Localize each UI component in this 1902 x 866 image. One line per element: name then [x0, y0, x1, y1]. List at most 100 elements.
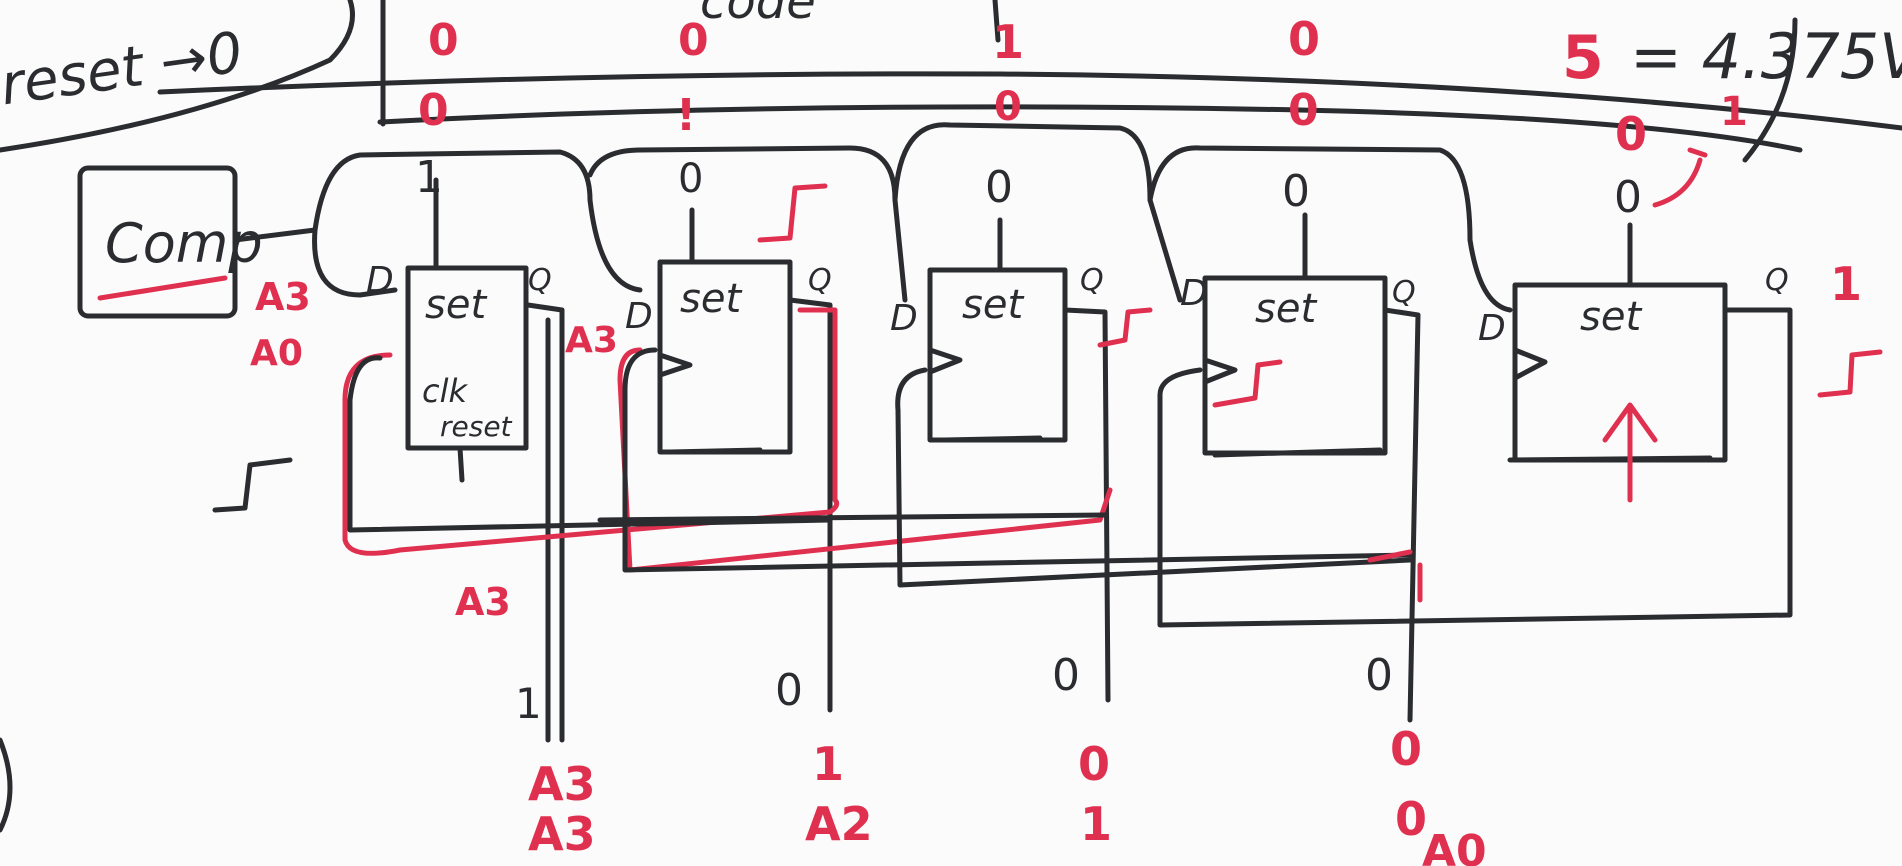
ff1-top-black: 1	[415, 152, 443, 203]
ff1-top-red-2: 0	[418, 85, 449, 136]
loop-wire-3	[892, 122, 1183, 303]
top-tick	[992, 0, 1001, 43]
comparator-red-mark	[97, 275, 228, 301]
ff4-red-cross	[1367, 549, 1423, 603]
ff2-q-label: Q	[808, 263, 832, 298]
ff4-bottom-red-1: 0	[1390, 722, 1422, 776]
edge-mark-ff4	[1212, 359, 1283, 408]
label-a0-bottom: A0	[1422, 826, 1487, 866]
ff3-bottom-red-1: 0	[1078, 737, 1110, 791]
ff2-set-label: set	[680, 276, 742, 322]
ff2-top-red: 0	[678, 15, 709, 66]
ff2-top-black: 0	[678, 156, 703, 202]
flipflop-5: set D Q 0 5 0 1	[1157, 23, 1862, 628]
divider-line-2	[377, 104, 1803, 153]
ff5-q-label: Q	[1765, 263, 1789, 298]
clock-bus-black-1	[347, 355, 833, 533]
ff1-bottom-red-2: A3	[528, 807, 596, 861]
ff5-q-loop	[1157, 307, 1793, 628]
ff5-top-black: 0	[1614, 172, 1642, 223]
note-border	[0, 0, 355, 153]
ff3-reset-bar	[942, 435, 1043, 443]
ff2-bottom-red-1: 1	[812, 737, 844, 791]
ff4-top-red: 0	[1288, 12, 1320, 66]
voltage-note: = 4.375V	[1630, 20, 1902, 93]
ff3-top-black: 0	[985, 162, 1013, 213]
reset-bus	[597, 512, 1108, 523]
d-wire-1	[312, 227, 398, 298]
ff3-clk-arrow	[927, 347, 963, 375]
ff4-d-label: D	[1180, 273, 1208, 314]
ff3-d-label: D	[890, 298, 918, 339]
clock-bus-red-2	[617, 347, 1113, 573]
ff4-q-label: Q	[1392, 275, 1416, 310]
ff1-bottom-red-1: A3	[528, 757, 596, 811]
label-a0-left: A0	[250, 333, 303, 374]
ff4-q-wire	[1382, 307, 1421, 723]
ff2-bottom-red-2: A2	[805, 797, 873, 851]
ff3-top-red: 1	[992, 15, 1024, 69]
ff5-reset-bar	[1507, 455, 1713, 463]
ff1-d-label: D	[366, 260, 394, 301]
ff2-top-red-2: !	[676, 90, 696, 141]
ff5-top-red-2: 0	[1615, 107, 1647, 161]
loop-wire-2	[587, 145, 908, 303]
ff3-q-label: Q	[1080, 263, 1104, 298]
ff4-set-label: set	[1255, 286, 1317, 332]
ff1-set-label: set	[425, 282, 487, 328]
ff1-top-red: 0	[428, 15, 459, 66]
ff1-reset-wire	[457, 445, 465, 483]
ff3-top-red-2: 0	[994, 84, 1022, 130]
voltage-bracket	[1742, 17, 1798, 163]
loop-wire-4	[1147, 145, 1513, 313]
ff5-up-arrow	[1602, 402, 1658, 503]
edge-mark-ff3	[1097, 307, 1153, 348]
ff5-q-value: 1	[1830, 257, 1862, 311]
ff1-bottom-black: 1	[515, 679, 542, 728]
divider-line-1	[157, 71, 1902, 131]
clock-bus-black-2	[622, 347, 1413, 573]
ff1-box	[405, 265, 529, 451]
flipflop-3: set D Q 0 1 0 0 0 1	[890, 15, 1112, 851]
edge-mark-ff1	[757, 183, 828, 243]
ff4-top-black: 0	[1282, 166, 1310, 217]
ff4-bottom-black: 0	[1365, 650, 1393, 701]
ff1-clk-label: clk	[422, 372, 468, 410]
ff3-bottom-black: 0	[1052, 650, 1080, 701]
ff5-set-label: set	[1580, 294, 1642, 340]
edge-mark-ff5	[1817, 349, 1883, 398]
clock-bus-red-1	[342, 307, 840, 556]
ff2-bottom-black: 0	[775, 665, 803, 716]
loop-wire-1	[312, 149, 593, 233]
label-a3-lower: A3	[455, 580, 511, 624]
comparator-output-wire	[232, 227, 318, 243]
ff5-top-red: 5	[1562, 23, 1604, 93]
ff5-d-label: D	[1478, 308, 1506, 349]
ff1-reset-label: reset	[440, 410, 513, 443]
label-after-one: 1	[1720, 89, 1748, 135]
ff4-bottom-red-2: 0	[1395, 792, 1427, 846]
ff5-clk-arrow	[1512, 347, 1548, 381]
d-wire-2	[587, 197, 643, 293]
ff3-q-wire	[1062, 307, 1111, 703]
ff1-q-wire	[525, 302, 565, 743]
ff2-q-wire	[787, 297, 833, 713]
ff2-reset-bar	[667, 447, 763, 455]
clock-bus-black-3	[895, 367, 1413, 588]
code-partial-text: code	[700, 0, 816, 30]
ff4-top-red-2: 0	[1288, 85, 1319, 136]
left-edge-curve	[0, 737, 13, 833]
ff2-d-label: D	[625, 296, 653, 337]
ff2-clk-arrow	[657, 352, 693, 378]
label-a3-mid: A3	[565, 320, 618, 361]
comparator-label: Comp	[105, 212, 263, 275]
label-a3-left: A3	[255, 275, 311, 319]
ff4-reset-bar	[1212, 447, 1383, 458]
flipflop-2: set D Q 0 0 ! 0 1 A2	[625, 15, 873, 851]
ff3-set-label: set	[962, 282, 1024, 328]
step-symbol-left	[212, 457, 293, 513]
ff1-q-label: Q	[528, 263, 552, 298]
ff4-clk-arrow	[1202, 357, 1238, 385]
ff3-bottom-red-2: 1	[1080, 797, 1112, 851]
